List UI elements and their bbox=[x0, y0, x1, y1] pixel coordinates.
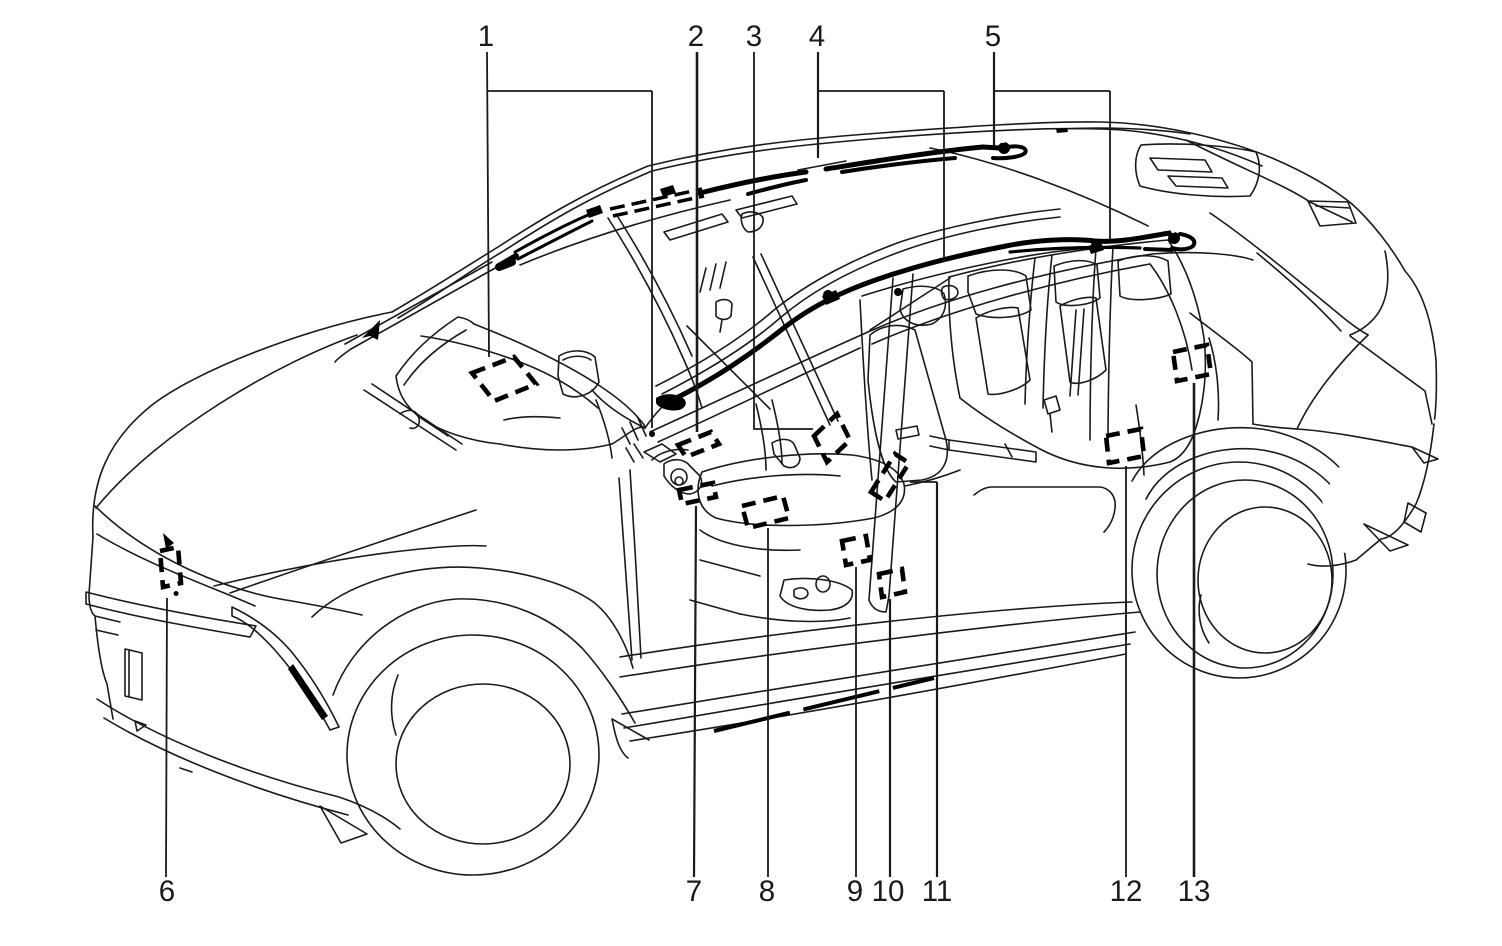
svg-text:10: 10 bbox=[872, 875, 905, 908]
svg-text:6: 6 bbox=[159, 875, 175, 908]
svg-text:5: 5 bbox=[985, 20, 1001, 53]
svg-text:9: 9 bbox=[847, 875, 863, 908]
svg-text:8: 8 bbox=[759, 875, 775, 908]
svg-text:13: 13 bbox=[1178, 875, 1211, 908]
svg-text:3: 3 bbox=[746, 20, 762, 53]
svg-text:7: 7 bbox=[686, 875, 702, 908]
svg-text:2: 2 bbox=[688, 20, 704, 53]
svg-text:12: 12 bbox=[1110, 875, 1143, 908]
svg-text:1: 1 bbox=[478, 20, 494, 53]
svg-text:4: 4 bbox=[809, 20, 825, 53]
svg-text:11: 11 bbox=[922, 875, 953, 908]
